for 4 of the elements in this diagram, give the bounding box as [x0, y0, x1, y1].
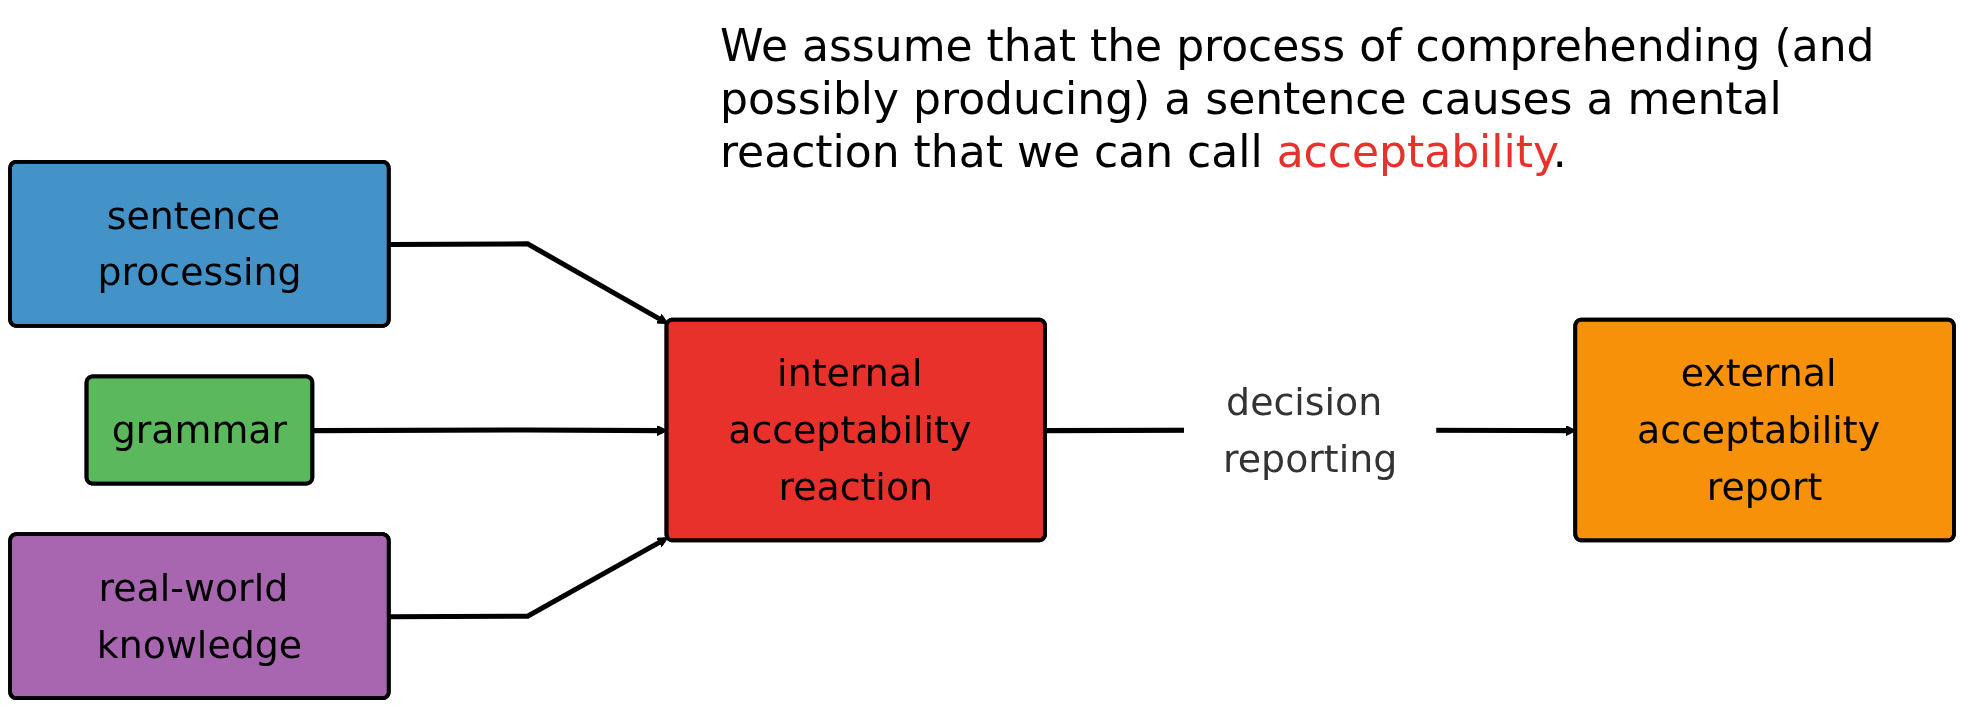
arrow	[389, 537, 669, 620]
arrow	[389, 241, 669, 325]
edge-label: decision reporting	[1223, 379, 1398, 481]
note-text: We assume that the process of comprehending (and possibly producing) a sentence causes a mental reaction that we can call acceptability.	[720, 20, 1876, 179]
